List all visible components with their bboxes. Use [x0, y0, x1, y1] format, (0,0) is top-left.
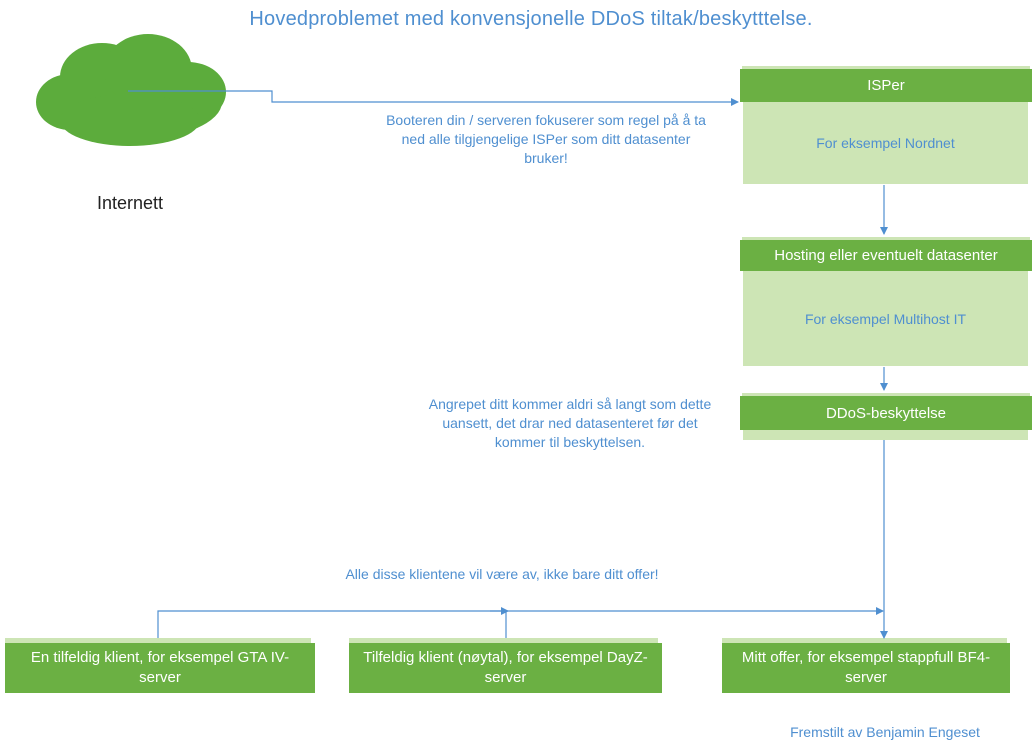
- ddos-bottom-strip: [743, 430, 1028, 440]
- isp-header: ISPer: [740, 69, 1032, 102]
- attack-note: Angrepet ditt kommer aldri så langt som …: [428, 396, 712, 450]
- isp-top-strip: [742, 66, 1030, 70]
- cloud-icon: [36, 34, 226, 146]
- ddos-header: DDoS-beskyttelse: [740, 396, 1032, 430]
- client-dayz-box: Tilfeldig klient (nøytal), for eksempel …: [349, 643, 662, 693]
- hosting-header: Hosting eller eventuelt datasenter: [740, 240, 1032, 271]
- isp-body: For eksempel Nordnet: [743, 102, 1028, 184]
- booter-note: Booteren din / serveren fokuserer som re…: [386, 112, 706, 166]
- ddos-top-strip: [742, 393, 1030, 397]
- internet-label: Internett: [96, 193, 164, 213]
- client-gta-box: En tilfeldig klient, for eksempel GTA IV…: [5, 643, 315, 693]
- client-3-strip: [722, 638, 1007, 643]
- gta-client-line: [157, 610, 504, 638]
- clients-note: Alle disse klientene vil være av, ikke b…: [345, 566, 659, 582]
- client-2-strip: [349, 638, 658, 643]
- hosting-top-strip: [742, 237, 1030, 241]
- client-1-strip: [5, 638, 311, 643]
- credit-text: Fremstilt av Benjamin Engeset: [790, 724, 980, 740]
- hosting-body: For eksempel Multihost IT: [743, 271, 1028, 366]
- page-title: Hovedproblemet med konvensjonelle DDoS t…: [249, 8, 813, 30]
- client-target-box: Mitt offer, for eksempel stappfull BF4-s…: [722, 643, 1010, 693]
